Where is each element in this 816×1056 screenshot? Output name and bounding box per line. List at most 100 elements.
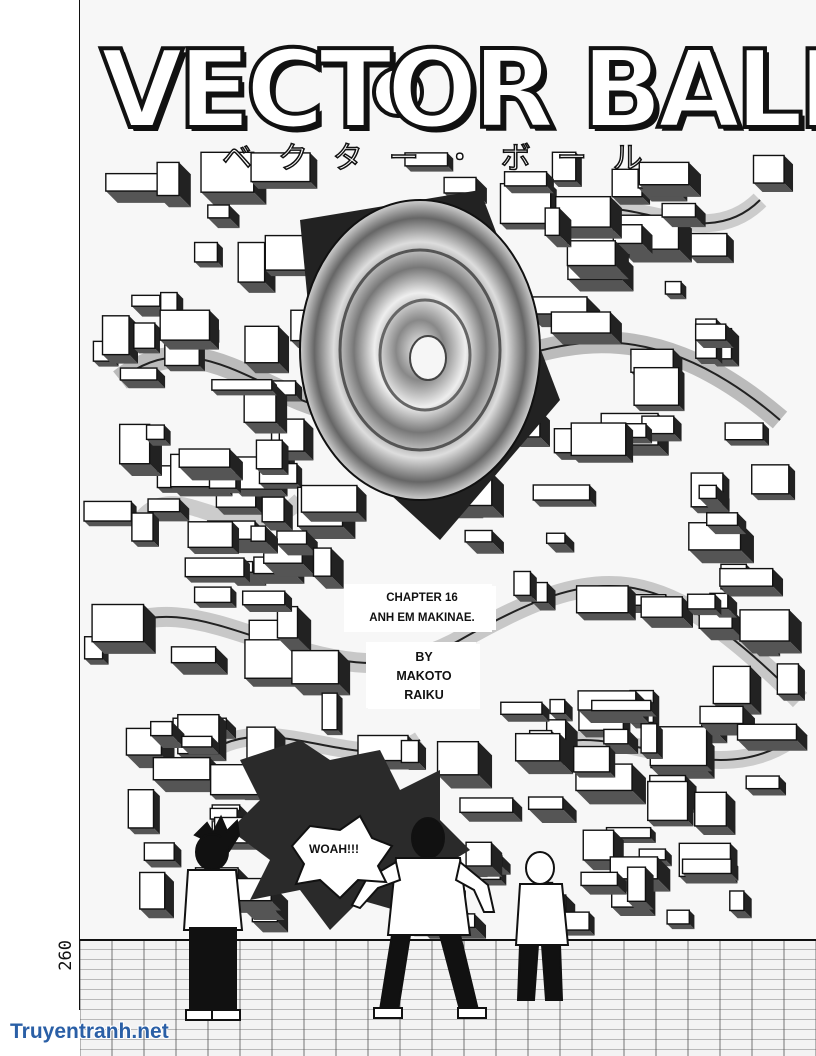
block	[404, 152, 454, 172]
block	[638, 161, 701, 197]
block	[91, 603, 156, 654]
block	[127, 789, 160, 835]
title-kana: ベクター・ボール	[221, 141, 669, 177]
block	[255, 439, 289, 476]
block	[133, 322, 160, 354]
block	[647, 780, 694, 827]
block	[776, 663, 805, 701]
block	[694, 323, 734, 348]
chapter-title: ANH EM MAKINAE.	[369, 612, 475, 624]
block	[300, 484, 367, 522]
block	[545, 532, 575, 553]
vortex-portal	[299, 190, 560, 540]
block	[544, 207, 572, 248]
block	[156, 161, 191, 208]
block	[464, 529, 504, 554]
block	[244, 325, 290, 374]
block	[400, 739, 427, 771]
title-logo: VECTOR BALL	[98, 28, 816, 153]
block	[736, 723, 808, 751]
block	[527, 796, 577, 824]
block	[745, 775, 787, 796]
block	[143, 842, 182, 868]
watermark: Truyentranh.net	[10, 1020, 169, 1043]
block	[719, 567, 784, 597]
block	[570, 422, 634, 463]
block	[261, 496, 293, 531]
block	[681, 858, 739, 881]
block	[724, 422, 770, 446]
block	[250, 525, 278, 554]
block	[751, 464, 796, 501]
chapter-caption: CHAPTER 16 ANH EM MAKINAE.	[348, 586, 496, 630]
block	[666, 909, 695, 930]
block	[83, 500, 137, 527]
block	[276, 530, 318, 556]
author-by: BY	[415, 650, 433, 664]
block	[119, 367, 166, 389]
block	[640, 596, 694, 628]
block	[694, 791, 736, 836]
block	[147, 498, 190, 522]
block	[698, 484, 730, 512]
block	[170, 646, 228, 675]
block	[739, 609, 802, 654]
block	[706, 512, 747, 535]
block	[532, 484, 597, 507]
block	[459, 797, 523, 822]
block	[549, 698, 573, 722]
block	[640, 723, 663, 759]
block	[729, 890, 752, 919]
block	[572, 745, 616, 778]
block	[664, 280, 687, 300]
block	[661, 202, 706, 228]
character-center	[350, 817, 496, 1019]
author-first-name: MAKOTO	[396, 669, 452, 683]
chapter-number: CHAPTER 16	[386, 592, 458, 604]
block	[181, 735, 220, 755]
character-left	[182, 814, 244, 1021]
block	[193, 241, 223, 268]
block	[101, 315, 139, 364]
block	[312, 547, 344, 589]
block	[159, 309, 219, 350]
block	[436, 740, 493, 789]
block	[591, 699, 657, 717]
sfx-text: WOAH!!!	[309, 842, 359, 856]
left-border	[0, 0, 80, 1056]
block	[752, 154, 794, 193]
block	[513, 570, 537, 602]
character-right	[514, 851, 570, 1001]
block	[633, 366, 685, 412]
block	[139, 871, 174, 919]
block	[575, 585, 636, 621]
block	[503, 171, 554, 194]
block	[603, 728, 639, 755]
block	[207, 204, 240, 229]
block	[580, 871, 627, 895]
block	[178, 448, 243, 481]
block	[211, 378, 278, 396]
block	[291, 649, 351, 696]
author-caption: BY MAKOTO RAIKU	[368, 644, 480, 709]
sfx-bubble-shape	[290, 814, 394, 900]
page-number: 260	[56, 940, 76, 971]
block	[626, 866, 654, 910]
block	[250, 152, 318, 189]
title-target-icon	[372, 66, 424, 118]
block	[131, 512, 159, 547]
block	[689, 232, 734, 264]
author-last-name: RAIKU	[404, 688, 444, 702]
block	[566, 240, 629, 280]
block	[321, 692, 343, 736]
block	[187, 521, 240, 555]
block	[551, 151, 582, 187]
block	[500, 701, 550, 722]
block	[193, 586, 237, 608]
block	[145, 424, 171, 446]
block	[550, 311, 622, 345]
block	[184, 557, 250, 583]
block	[514, 732, 574, 775]
